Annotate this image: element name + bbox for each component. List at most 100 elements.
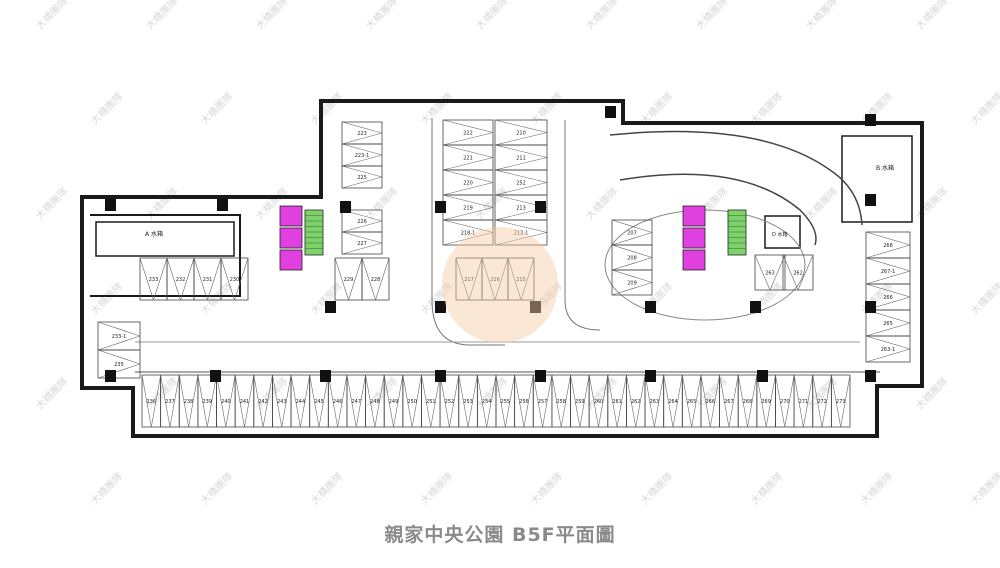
parking-stall: 247: [346, 374, 366, 428]
elevator: [682, 205, 706, 227]
parking-stall: 216: [481, 257, 509, 301]
parking-stall: 264: [663, 374, 683, 428]
watermark-text: 大橋團隊: [143, 0, 180, 32]
parking-stall: 270: [775, 374, 795, 428]
column: [535, 201, 546, 213]
stall-number: 263-1: [881, 347, 896, 353]
parking-stall: 241: [234, 374, 255, 428]
parking-stall: 239: [197, 374, 217, 428]
parking-stall: 220: [442, 169, 494, 196]
column: [750, 301, 761, 313]
column: [865, 114, 876, 126]
plan-caption: 親家中央公園 B5F平面圖: [384, 524, 616, 546]
ramp-left: [431, 118, 505, 346]
stall-number: 213-1: [514, 231, 529, 237]
stall-number: 249: [389, 399, 399, 405]
parking-stall: 262: [782, 254, 814, 291]
parking-stall: 263-1: [865, 335, 911, 363]
stall-number: 256: [519, 399, 529, 405]
watermark-text: 大橋團隊: [528, 470, 565, 507]
parking-stall: 228: [361, 257, 390, 301]
column: [865, 370, 876, 382]
column: [435, 201, 446, 213]
watermark-text: 大橋團隊: [803, 0, 840, 32]
elevator: [279, 205, 303, 227]
stall-number: 230: [230, 277, 240, 283]
column: [340, 201, 351, 213]
watermark-text: 大橋團隊: [363, 375, 400, 412]
watermark-text: 大橋團隊: [88, 90, 125, 127]
stall-number: 250: [407, 399, 417, 405]
parking-stall: 245: [309, 374, 329, 428]
stall-number: 222: [463, 131, 473, 137]
building-structure: [80, 99, 924, 438]
parking-stall: 251: [421, 374, 441, 428]
left-core-wall: [90, 214, 241, 297]
watermark-text: 大橋團隊: [693, 375, 730, 412]
parking-stall: 262: [626, 374, 646, 428]
parking-stall: 237: [160, 374, 180, 428]
stall-number: 258: [556, 399, 566, 405]
stall-number: 215: [516, 277, 526, 283]
parking-stall: 244: [290, 374, 311, 428]
watermark-text: 大橋團隊: [968, 470, 1000, 507]
parking-stall: 265: [865, 309, 911, 337]
watermark-text: 大橋團隊: [198, 470, 235, 507]
stall-number: 259: [575, 399, 585, 405]
parking-stall: 257: [532, 374, 553, 428]
parking-stall: 238: [178, 374, 199, 428]
parking-stall: 263: [644, 374, 665, 428]
watermark-text: 大橋團隊: [803, 185, 840, 222]
parking-stall: 230: [220, 257, 249, 301]
watermark-text: 大橋團隊: [363, 0, 400, 32]
parking-stall: 208: [611, 244, 653, 271]
stall-number: 208: [627, 256, 637, 262]
stall-number: 233: [149, 277, 159, 283]
stall-number: 268: [883, 243, 893, 249]
stall-number: 255: [501, 399, 511, 405]
stall-number: 266: [705, 399, 715, 405]
elevator: [279, 227, 303, 249]
parking-stall: 213-1: [494, 219, 548, 246]
parking-stall: 267-1: [865, 257, 911, 285]
parking-stall: 211: [494, 144, 548, 171]
elevator: [682, 227, 706, 249]
stall-number: 261: [612, 399, 622, 405]
column: [435, 301, 446, 313]
stall-number: 262: [793, 271, 803, 277]
stall-number: 267: [724, 399, 734, 405]
column: [865, 301, 876, 313]
watermark-text: 大橋團隊: [913, 0, 950, 32]
watermark-text: 大橋團隊: [583, 375, 620, 412]
parking-stall: 253: [458, 374, 478, 428]
parking-stall: 207: [611, 219, 653, 246]
column: [757, 370, 768, 382]
column: [105, 370, 116, 382]
room-b-label: B 水箱: [876, 164, 894, 172]
column: [645, 370, 656, 382]
stall-number: 223: [357, 131, 367, 137]
parking-stall: 232: [166, 257, 195, 301]
ramp-right: [564, 120, 601, 331]
stall-number: 213: [516, 206, 526, 212]
stall-number: 207: [627, 231, 637, 237]
stall-number: 217: [464, 277, 474, 283]
stall-number: 226: [357, 219, 367, 225]
watermark-text: 大橋團隊: [913, 375, 950, 412]
stall-number: 270: [780, 399, 790, 405]
watermark-text: 大橋團隊: [33, 375, 70, 412]
stall-number: 262: [631, 399, 641, 405]
column: [217, 199, 228, 211]
room-d: [764, 215, 801, 249]
stall-number: 220: [463, 181, 473, 187]
stall-number: 265: [687, 399, 697, 405]
stall-number: 251: [426, 399, 436, 405]
structural-columns: [105, 106, 876, 382]
stall-number: 252: [445, 399, 455, 405]
parking-stall: 263: [754, 254, 786, 291]
watermark-text: 大橋團隊: [253, 0, 290, 32]
column: [865, 194, 876, 206]
center-stamp: [442, 227, 558, 343]
parking-stall: 209: [611, 269, 653, 296]
